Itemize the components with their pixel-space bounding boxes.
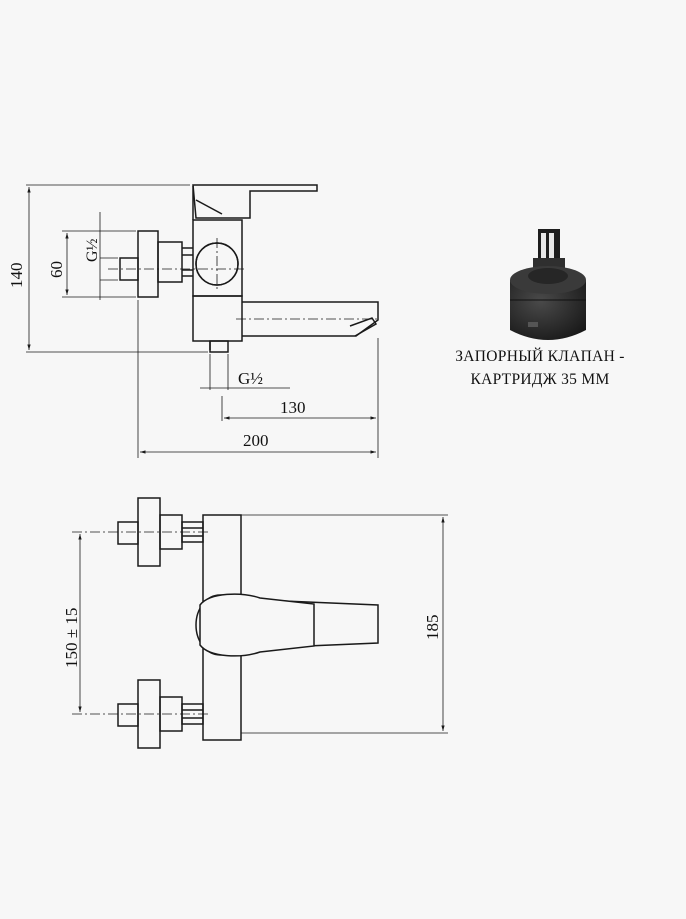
centre-lines	[108, 238, 378, 320]
dim-thread-horizontal	[200, 354, 290, 390]
cartridge-caption: ЗАПОРНЫЙ КЛАПАН - КАРТРИДЖ 35 ММ	[420, 345, 660, 391]
dim-140	[26, 184, 208, 353]
dim-inlet-spacing-label: 150 ± 15	[62, 608, 81, 668]
front-body	[195, 514, 379, 741]
lever-handle	[192, 184, 318, 220]
front-view	[72, 497, 448, 749]
dim-total-length-label: 200	[243, 431, 269, 450]
thread-horizontal-label: G½	[238, 369, 263, 388]
dim-front-height-label: 185	[423, 615, 442, 641]
dim-front-height	[241, 514, 448, 734]
dim-130	[221, 338, 379, 458]
dim-outlet-height-label: 60	[47, 261, 66, 278]
spout	[209, 301, 379, 353]
cartridge-caption-line2: КАРТРИДЖ 35 ММ	[470, 371, 610, 388]
cartridge-image	[510, 229, 586, 340]
dim-total-height-label: 140	[7, 263, 26, 289]
front-centre-lines	[72, 531, 210, 715]
thread-vertical-label: G½	[84, 238, 101, 262]
dim-60	[62, 230, 136, 298]
dim-200	[137, 300, 376, 458]
side-view	[26, 184, 379, 458]
wall-connector	[119, 230, 193, 298]
dim-thread-vertical	[99, 212, 118, 300]
dim-spout-length-label: 130	[280, 398, 306, 417]
cartridge-caption-line1: ЗАПОРНЫЙ КЛАПАН -	[455, 348, 625, 365]
mixer-body	[192, 219, 243, 342]
